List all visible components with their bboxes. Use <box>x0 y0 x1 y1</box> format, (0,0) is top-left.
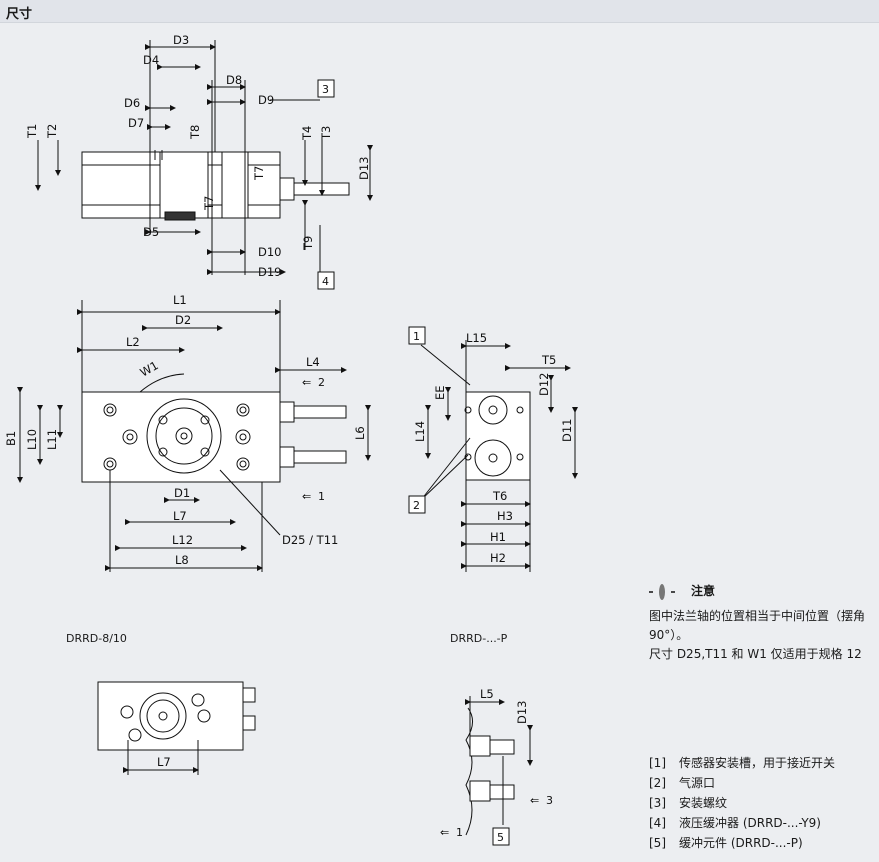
dim-label: W1 <box>138 358 161 379</box>
note-title: 注意 <box>691 584 716 598</box>
legend-item: [3] 安装螺纹 <box>649 793 835 813</box>
callout-box <box>317 79 335 98</box>
dim-label: T3 <box>319 126 333 141</box>
callout-box <box>408 495 426 514</box>
dim-label: L15 <box>466 331 487 345</box>
callout-label: 1 <box>413 330 420 343</box>
bottom-labels: L7 L5 D13 ⇐ 3 ⇐ 1 5 <box>157 687 553 846</box>
note-line: 尺寸 D25,T11 和 W1 仅适用于规格 12 <box>649 647 862 661</box>
legend-text: 安装螺纹 <box>679 796 728 810</box>
callout-label: 5 <box>497 831 504 844</box>
dim-label: D13 <box>357 157 371 181</box>
dim-label: L7 <box>173 509 187 523</box>
front-view-labels: L1 D2 L2 W1 L4 L10 L11 B1 L6 D1 L7 L12 L… <box>4 293 367 567</box>
dim-label: D3 <box>173 33 189 47</box>
dim-label: D4 <box>143 53 159 67</box>
bottom-left-view <box>97 681 256 775</box>
dim-label: L4 <box>306 355 320 369</box>
callout-label: 3 <box>322 83 329 96</box>
legend-item: [4] 液压缓冲器 (DRRD-...-Y9) <box>649 813 835 833</box>
dim-label: D8 <box>226 73 242 87</box>
legend-ref: [4] <box>649 816 666 830</box>
dim-label: T1 <box>25 124 39 139</box>
note-box: 注意 图中法兰轴的位置相当于中间位置（摆角 90°）。 尺寸 D25,T11 和… <box>649 582 877 664</box>
legend-item: [1] 传感器安装槽，用于接近开关 <box>649 753 835 773</box>
port-symbol-icon: ⇐ <box>530 794 539 807</box>
legend-text: 气源口 <box>679 776 716 790</box>
dim-label: B1 <box>4 431 18 446</box>
legend-ref: [1] <box>649 756 666 770</box>
callout-box <box>408 326 426 345</box>
dim-label: D10 <box>258 245 282 259</box>
callout-box <box>317 271 335 290</box>
dim-label: T4 <box>300 126 314 141</box>
page-title: 尺寸 <box>6 7 33 22</box>
front-view <box>17 300 371 572</box>
dim-label: H1 <box>490 530 506 544</box>
dim-label: D11 <box>560 419 574 443</box>
dim-label: D6 <box>124 96 140 110</box>
dim-label: D9 <box>258 93 274 107</box>
side-view-labels: L15 T5 EE D12 L14 D11 T6 H3 H1 H2 1 2 <box>408 326 574 565</box>
dim-label: L8 <box>175 553 189 567</box>
port-symbol-icon: ⇐ <box>302 376 311 389</box>
dim-label: L11 <box>45 429 59 450</box>
bottom-middle-view <box>465 696 533 836</box>
port-label: 3 <box>546 794 553 807</box>
dim-label: H2 <box>490 551 506 565</box>
dim-label: L14 <box>413 421 427 442</box>
callout-label: 4 <box>322 275 329 288</box>
caption-drrd-8-10: DRRD-8/10 <box>66 632 127 645</box>
legend-ref: [2] <box>649 776 666 790</box>
port-label: 1 <box>456 826 463 839</box>
note-icon <box>649 583 675 600</box>
dim-label: L12 <box>172 533 193 547</box>
legend: [1] 传感器安装槽，用于接近开关 [2] 气源口 [3] 安装螺纹 [4] 液压缓冲器… <box>649 753 835 853</box>
top-view <box>35 40 373 275</box>
dim-label: T7 <box>202 196 216 211</box>
dim-label: T5 <box>541 353 556 367</box>
dim-label: D25 / T11 <box>282 533 338 547</box>
dim-label: L7 <box>157 755 171 769</box>
dim-label: D2 <box>175 313 191 327</box>
legend-text: 传感器安装槽，用于接近开关 <box>679 756 836 770</box>
port-symbol-icon: ⇐ <box>302 490 311 503</box>
dim-label: T8 <box>188 125 202 140</box>
dim-label: EE <box>433 385 447 400</box>
dim-label: T7 <box>252 166 266 181</box>
dim-label: D7 <box>128 116 144 130</box>
port-label: 1 <box>318 490 325 503</box>
dim-label: D19 <box>258 265 282 279</box>
dim-label: H3 <box>497 509 513 523</box>
dim-label: L2 <box>126 335 140 349</box>
dim-label: L5 <box>480 687 494 701</box>
dim-label: T9 <box>301 236 315 251</box>
dim-label: D13 <box>515 701 529 725</box>
dim-label: T2 <box>45 124 59 139</box>
port-label: 2 <box>318 376 325 389</box>
dim-label: T6 <box>492 489 507 503</box>
dim-label: D5 <box>143 225 159 239</box>
legend-item: [5] 缓冲元件 (DRRD-...-P) <box>649 833 835 853</box>
legend-ref: [5] <box>649 836 666 850</box>
dim-label: L6 <box>353 426 367 440</box>
side-view <box>420 340 578 572</box>
legend-text: 缓冲元件 (DRRD-...-P) <box>679 836 803 850</box>
dim-label: L10 <box>25 429 39 450</box>
legend-text: 液压缓冲器 (DRRD-...-Y9) <box>679 816 821 830</box>
legend-ref: [3] <box>649 796 666 810</box>
header-bar: 尺寸 <box>0 0 879 23</box>
port-symbol-icon: ⇐ <box>440 826 449 839</box>
legend-item: [2] 气源口 <box>649 773 835 793</box>
dim-label: L1 <box>173 293 187 307</box>
dim-label: D12 <box>537 373 551 397</box>
callout-label: 2 <box>413 499 420 512</box>
top-view-labels: D3 D4 D8 D9 D6 D7 T8 T1 T2 T4 T3 D13 T7 … <box>25 33 371 290</box>
callout-box <box>492 827 510 846</box>
caption-drrd-p: DRRD-...-P <box>450 632 508 645</box>
note-header: 注意 <box>649 582 877 601</box>
dim-label: D1 <box>174 486 190 500</box>
note-line: 图中法兰轴的位置相当于中间位置（摆角 90°）。 <box>649 609 866 642</box>
